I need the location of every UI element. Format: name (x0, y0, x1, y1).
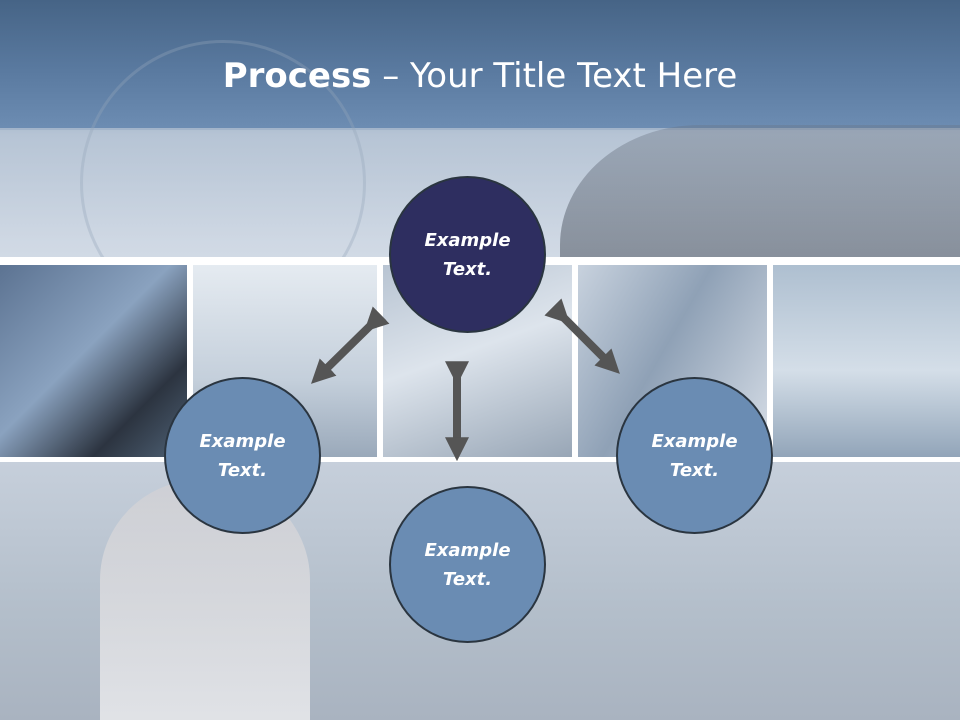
photo-tile-1 (0, 265, 187, 457)
process-node-bottom[interactable]: Example Text. (389, 486, 546, 643)
slide-title: Process – Your Title Text Here (0, 54, 960, 98)
process-node-center[interactable]: Example Text. (389, 176, 546, 333)
title-bold: Process (222, 56, 372, 96)
process-node-right[interactable]: Example Text. (616, 377, 773, 534)
process-node-left[interactable]: Example Text. (164, 377, 321, 534)
arrow-center-right (544, 298, 620, 374)
arrow-center-left (311, 306, 390, 384)
photo-tile-5 (773, 265, 960, 457)
background-person-top (560, 125, 960, 265)
title-rest: – Your Title Text Here (371, 56, 738, 96)
